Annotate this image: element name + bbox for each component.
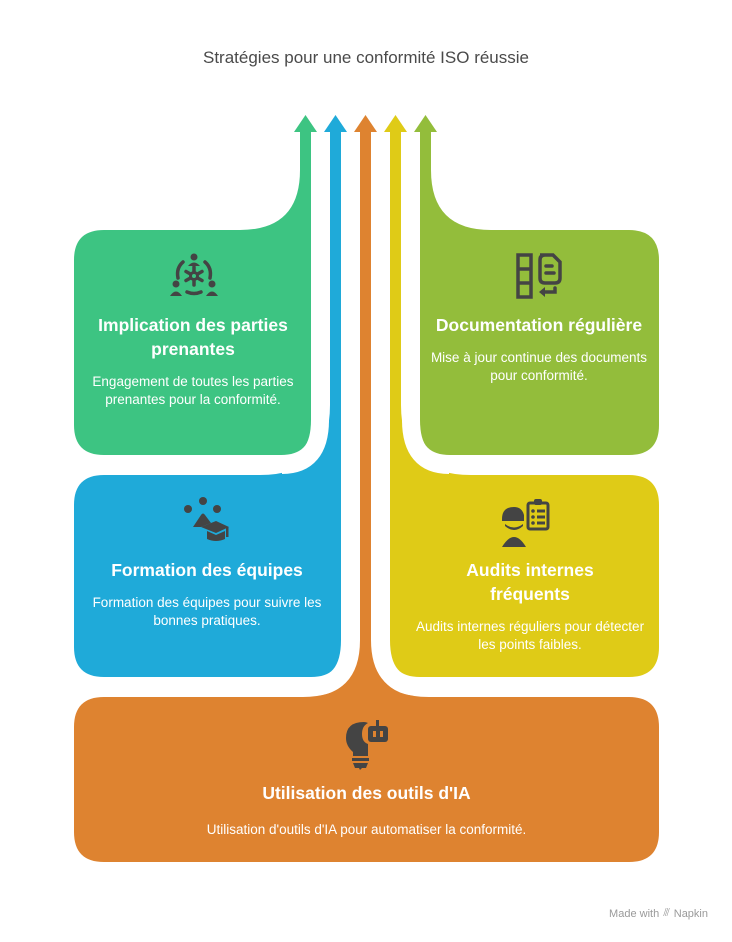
separator — [402, 419, 450, 474]
card-stakeholders: Implication des parties prenantes Engage… — [84, 313, 302, 409]
card-audits: Audits internes fréquents Audits interne… — [410, 558, 650, 654]
card-description: Engagement de toutes les parties prenant… — [92, 374, 294, 407]
footer-brand: Napkin — [673, 907, 708, 920]
yellow-arrow-card — [390, 132, 659, 677]
page-title: Stratégies pour une conformité ISO réuss… — [203, 48, 529, 67]
made-with-napkin-footer: Made with ⫻ Napkin — [609, 907, 708, 920]
card-description: Mise à jour continue des documents pour … — [430, 350, 648, 383]
card-title: Utilisation des outils d'IA — [262, 783, 471, 803]
card-training: Formation des équipes Formation des équi… — [84, 558, 330, 630]
card-description: Formation des équipes pour suivre les bo… — [92, 595, 322, 628]
blue-arrow-card — [74, 132, 341, 677]
footer-made-with: Made with — [609, 907, 660, 920]
orange-arrowhead — [354, 115, 377, 132]
people-network-gear-icon — [170, 253, 218, 296]
auditor-clipboard-icon — [502, 499, 550, 547]
team-graduation-icon — [184, 497, 229, 541]
separator — [372, 639, 422, 696]
card-title: Documentation régulière — [435, 315, 643, 335]
separator — [281, 419, 329, 474]
green-arrowhead — [294, 115, 317, 132]
lightbulb-robot-icon — [346, 720, 388, 770]
card-title: Audits internes fréquents — [466, 560, 594, 604]
blue-arrowhead — [324, 115, 347, 132]
card-title: Implication des parties prenantes — [98, 315, 288, 359]
card-title: Formation des équipes — [111, 560, 303, 580]
napkin-logo-icon: ⫻ — [663, 907, 670, 919]
card-documentation: Documentation régulière Mise à jour cont… — [430, 313, 648, 385]
lime-arrow-card — [420, 132, 659, 455]
lime-arrowhead — [414, 115, 437, 132]
separator — [309, 639, 359, 696]
card-ai-tools: Utilisation des outils d'IA Utilisation … — [84, 781, 649, 839]
yellow-arrowhead — [384, 115, 407, 132]
card-description: Utilisation d'outils d'IA pour automatis… — [206, 822, 527, 837]
card-description: Audits internes réguliers pour détecter … — [415, 619, 645, 652]
orange-arrow-card — [74, 132, 659, 862]
document-update-icon — [516, 253, 562, 299]
